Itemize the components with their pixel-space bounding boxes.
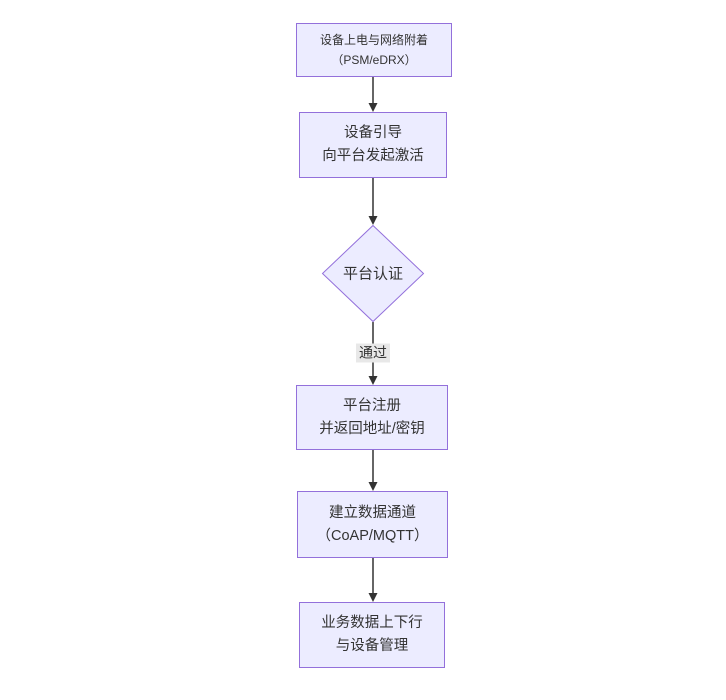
arrowhead-icon (368, 216, 378, 225)
node-label-line: 并返回地址/密钥 (319, 420, 425, 437)
decision-diamond-shape (321, 224, 425, 323)
node-business-data-management: 业务数据上下行 与设备管理 (299, 602, 445, 668)
node-label-line: 设备引导 (344, 125, 402, 141)
node-label-line: 与设备管理 (335, 638, 409, 654)
node-label-line: 设备上电与网络附着 (319, 33, 428, 47)
arrowhead-icon (368, 103, 378, 112)
node-label-line: （CoAP/MQTT） (316, 527, 429, 544)
node-label-line: （PSM/eDRX） (331, 53, 417, 67)
edge-label-pass: 通过 (356, 343, 390, 363)
node-label-line: 业务数据上下行 (321, 615, 423, 631)
arrowhead-icon (368, 593, 378, 602)
node-platform-auth-label: 平台认证 (342, 265, 404, 283)
node-device-power-network-attach: 设备上电与网络附着 （PSM/eDRX） (296, 23, 452, 77)
node-label-line: 建立数据通道 (329, 504, 416, 521)
node-label-line: 向平台发起激活 (322, 148, 424, 164)
node-data-channel: 建立数据通道 （CoAP/MQTT） (297, 491, 448, 558)
node-device-bootstrap: 设备引导 向平台发起激活 (299, 112, 447, 178)
node-label-line: 平台注册 (343, 397, 401, 414)
node-platform-register: 平台注册 并返回地址/密钥 (296, 385, 448, 450)
arrowhead-icon (368, 482, 378, 491)
arrowhead-icon (368, 376, 378, 385)
